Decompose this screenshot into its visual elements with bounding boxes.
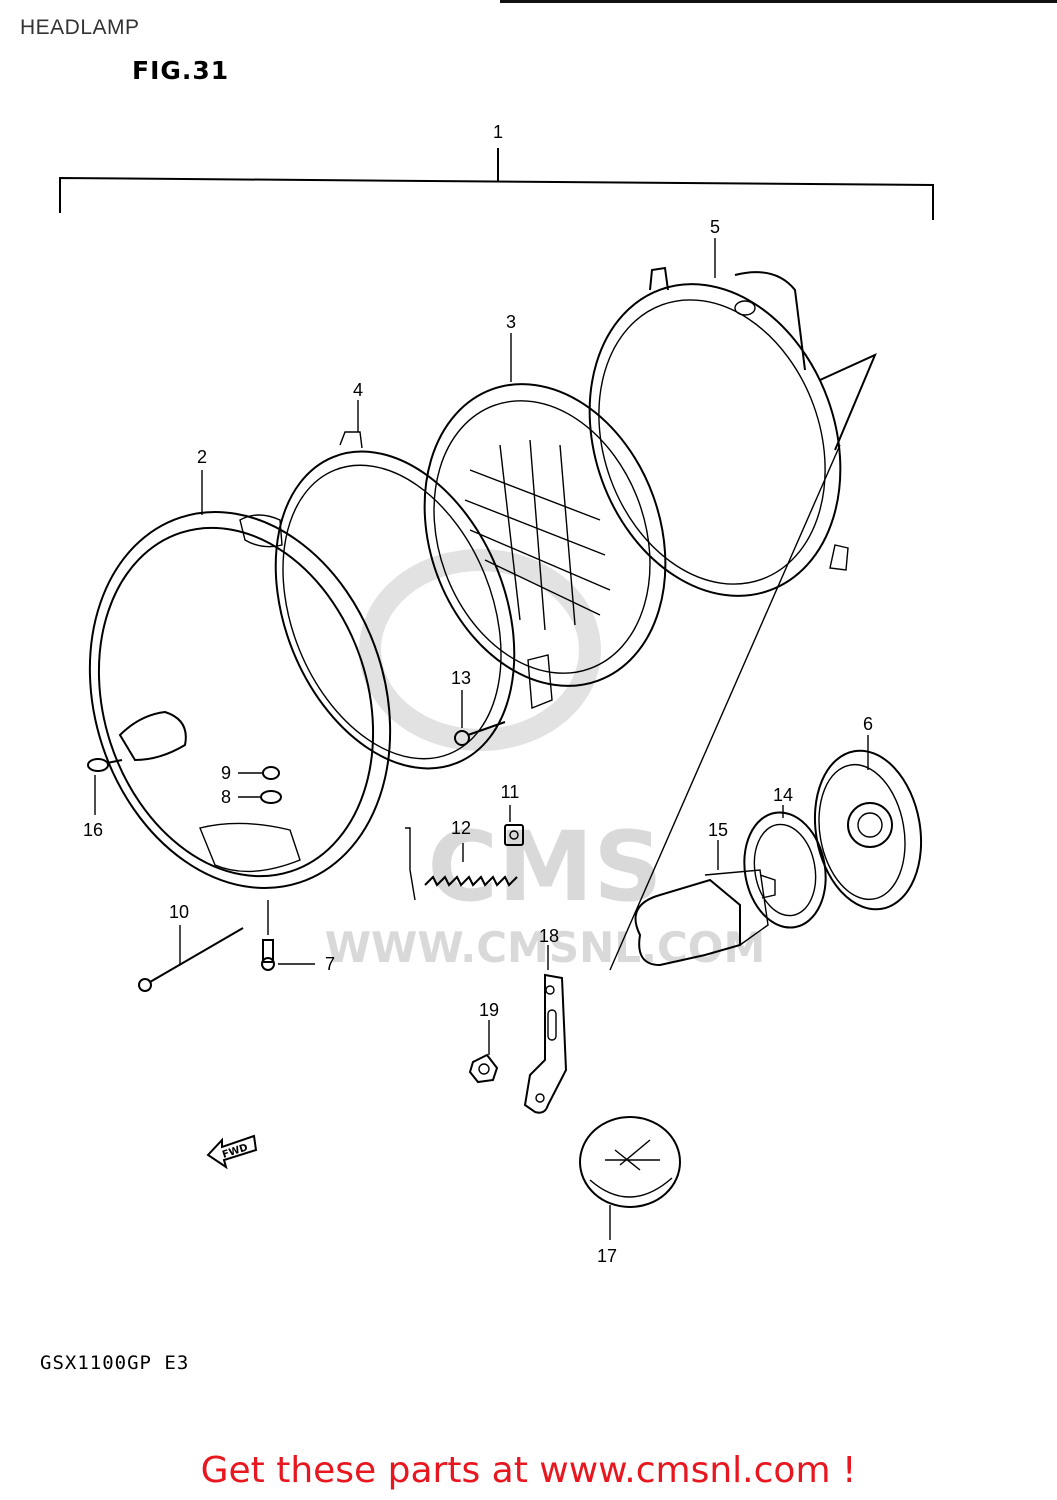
- callout-labels: 1 2 3 4 5 6 7 8 9 10 11 12 13 14 15 16 1…: [83, 122, 873, 1266]
- callout-10: 10: [169, 902, 189, 922]
- part-10-long-screw: [138, 925, 244, 992]
- part-3-lens-unit: [423, 383, 667, 710]
- callout-7: 7: [325, 954, 335, 974]
- part-18-mount-bracket: [523, 973, 568, 1114]
- callout-5: 5: [710, 217, 720, 237]
- part-15-bulb: [634, 869, 776, 967]
- callout-19: 19: [479, 1000, 499, 1020]
- cms-watermark: CMS WWW.CMSNL.COM: [325, 549, 766, 972]
- callout-3: 3: [506, 312, 516, 332]
- part-12-spring: [424, 843, 518, 887]
- top-rule: [500, 0, 1057, 3]
- part-7-bolt: [261, 900, 315, 971]
- callout-18: 18: [539, 926, 559, 946]
- part-9-nut: [238, 766, 280, 780]
- assembly-bracket: [59, 148, 934, 220]
- part-11-clip-nut: [504, 805, 524, 846]
- part-19-nut: [468, 1053, 499, 1084]
- watermark-brand: CMS: [427, 811, 662, 923]
- callout-12: 12: [451, 818, 471, 838]
- part-13-screw: [454, 690, 506, 746]
- callout-14: 14: [773, 785, 793, 805]
- part-5-housing: [588, 266, 877, 597]
- callout-8: 8: [221, 787, 231, 807]
- callout-13: 13: [451, 668, 471, 688]
- part-17-cap: [579, 1116, 681, 1240]
- part-14-bulb-retainer: [743, 811, 827, 929]
- part-2-headlamp-rim: [88, 510, 392, 890]
- watermark-url: WWW.CMSNL.COM: [325, 923, 766, 972]
- footer-shop-link[interactable]: Get these parts at www.cmsnl.com !: [200, 1450, 857, 1491]
- callout-17: 17: [597, 1246, 617, 1266]
- callout-1: 1: [493, 122, 503, 142]
- callout-2: 2: [197, 447, 207, 467]
- callout-4: 4: [353, 380, 363, 400]
- callout-11: 11: [501, 782, 520, 802]
- part-16-screw: [87, 758, 123, 815]
- part-8-washer: [238, 790, 282, 804]
- callout-6: 6: [863, 714, 873, 734]
- part-4-inner-ring: [274, 431, 516, 770]
- callout-15: 15: [708, 820, 728, 840]
- callout-16: 16: [83, 820, 103, 840]
- fwd-arrow-icon: FWD: [206, 1134, 258, 1170]
- model-code: GSX1100GP E3: [40, 1352, 190, 1374]
- figure-label: FIG.31: [132, 56, 230, 85]
- callout-9: 9: [221, 763, 231, 783]
- page-title: HEADLAMP: [20, 16, 140, 39]
